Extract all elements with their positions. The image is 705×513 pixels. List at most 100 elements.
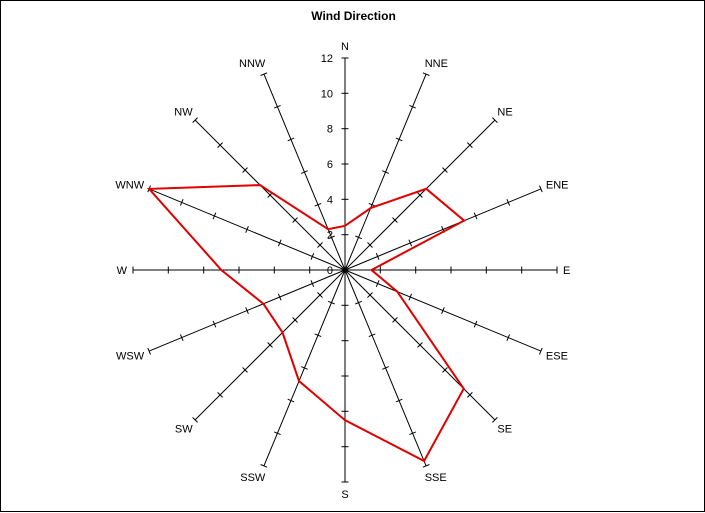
r-tick-label: 0 xyxy=(327,265,333,277)
axis-tick xyxy=(277,293,282,301)
axis-tick xyxy=(301,170,308,174)
axis-tick xyxy=(368,333,376,338)
direction-label-nw: NW xyxy=(174,107,193,119)
axis-tick xyxy=(317,292,323,298)
axis-tick xyxy=(392,317,398,323)
data-point-sse xyxy=(423,460,426,462)
direction-label-ssw: SSW xyxy=(240,472,266,484)
axis-tick xyxy=(417,192,423,198)
data-point-w xyxy=(220,269,223,271)
axis-tick xyxy=(375,280,380,287)
direction-label-nne: NNE xyxy=(425,58,448,70)
axis-tick xyxy=(260,464,268,468)
axis-tick xyxy=(355,235,362,240)
axis-tick xyxy=(267,342,273,348)
direction-label-ene: ENE xyxy=(546,179,569,191)
axis-tick xyxy=(287,398,295,403)
axis-tick xyxy=(260,72,268,76)
data-point-e xyxy=(370,269,373,271)
data-point-nnw xyxy=(327,228,330,231)
data-series-line xyxy=(146,184,466,463)
axis-tick xyxy=(217,392,223,398)
data-point-wnw xyxy=(148,187,151,190)
axis-tick xyxy=(292,217,298,223)
axis-tick xyxy=(408,239,413,247)
axis-tick xyxy=(506,199,511,206)
axis-tick xyxy=(245,226,249,233)
axis-tick xyxy=(492,117,498,123)
r-tick-label: 6 xyxy=(327,159,333,171)
data-point-sw xyxy=(281,331,284,334)
axis-tick xyxy=(192,117,198,123)
axis-tick xyxy=(492,417,498,423)
axis-tick xyxy=(367,242,373,248)
axis-tick xyxy=(317,242,323,248)
axis-tick xyxy=(301,366,308,370)
axis-tick xyxy=(539,347,543,355)
axis-tick xyxy=(392,217,398,223)
axis-tick xyxy=(287,137,295,142)
axis-tick xyxy=(473,212,478,220)
r-tick-label: 10 xyxy=(321,88,333,100)
direction-label-nnw: NNW xyxy=(239,58,266,70)
axis-tick xyxy=(408,293,413,301)
data-point-wsw xyxy=(262,302,265,305)
axis-tick xyxy=(422,464,430,468)
axis-tick xyxy=(355,300,362,305)
axis-tick xyxy=(442,367,448,373)
data-point-ese xyxy=(396,290,399,293)
axis-tick xyxy=(179,199,184,206)
axis-tick xyxy=(467,142,473,148)
axis-tick xyxy=(179,334,184,341)
direction-label-ese: ESE xyxy=(546,351,568,363)
data-point-nw xyxy=(259,184,262,187)
axis-tick xyxy=(375,253,380,260)
data-point-s xyxy=(344,419,346,422)
chart-title: Wind Direction xyxy=(311,9,396,23)
axis-tick xyxy=(382,170,389,174)
axis-tick xyxy=(328,235,335,240)
axis-tick xyxy=(368,202,376,207)
axis-tick xyxy=(274,431,281,436)
data-point-ne xyxy=(425,187,428,190)
r-tick-label: 12 xyxy=(321,53,333,65)
direction-label-e: E xyxy=(563,265,570,277)
axis-tick xyxy=(212,320,217,328)
direction-label-se: SE xyxy=(497,423,512,435)
axis-tick xyxy=(442,167,448,173)
axis-tick xyxy=(212,212,217,220)
axis-tick xyxy=(217,142,223,148)
direction-label-wsw: WSW xyxy=(116,351,145,363)
axis-tick xyxy=(274,104,281,109)
data-point-n xyxy=(344,224,346,227)
data-point-ene xyxy=(463,219,466,222)
r-tick-label: 2 xyxy=(327,230,333,242)
axis-tick xyxy=(395,398,403,403)
r-tick-label: 8 xyxy=(327,124,333,136)
direction-label-sse: SSE xyxy=(425,472,447,484)
axis-tick xyxy=(310,253,315,260)
axis-tick xyxy=(441,307,445,314)
axis-tick xyxy=(395,137,403,142)
direction-label-ne: NE xyxy=(497,107,512,119)
axis-tick xyxy=(314,333,322,338)
axis-tick xyxy=(367,292,373,298)
axis-tick xyxy=(245,307,249,314)
data-point-se xyxy=(462,387,465,390)
axis-tick xyxy=(539,185,543,193)
data-point-nne xyxy=(369,207,372,209)
axis-tick xyxy=(242,167,248,173)
axis-tick xyxy=(277,239,282,247)
axis-tick xyxy=(382,366,389,370)
axis-tick xyxy=(242,367,248,373)
data-point-ssw xyxy=(298,380,300,382)
axis-tick xyxy=(292,317,298,323)
axis-tick xyxy=(328,300,335,305)
axis-tick xyxy=(310,280,315,287)
direction-label-s: S xyxy=(341,489,348,501)
axis-tick xyxy=(409,431,416,436)
axis-tick xyxy=(409,104,416,109)
axis-tick xyxy=(314,202,322,207)
